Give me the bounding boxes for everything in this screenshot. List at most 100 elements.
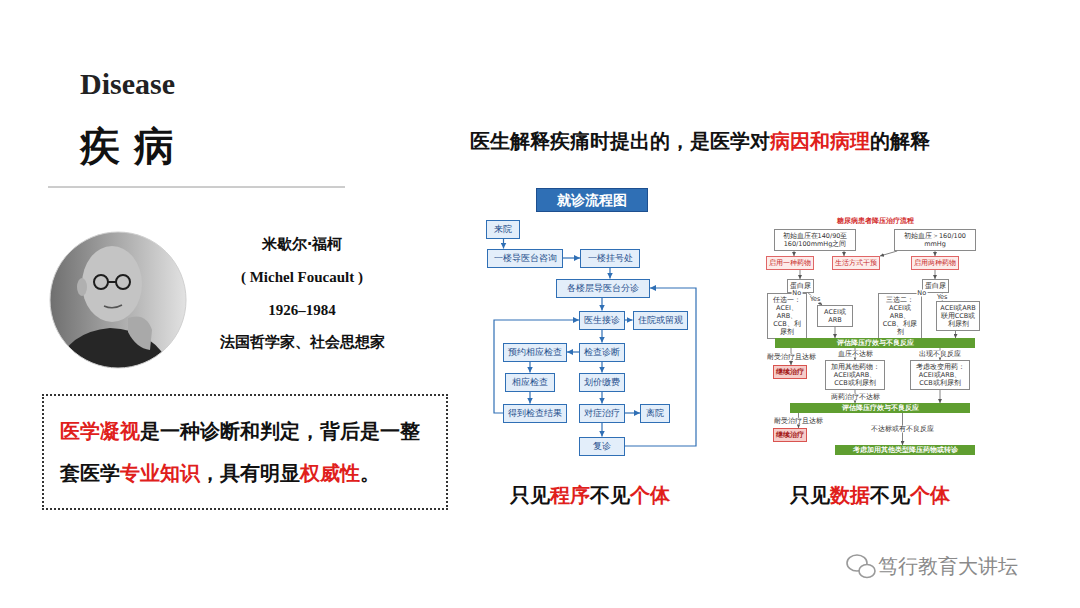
node-text: 医学凝视 bbox=[60, 419, 140, 443]
node-text: 各楼层导医台分诊 bbox=[567, 283, 639, 293]
portrait-head bbox=[82, 246, 142, 322]
text-line: 只见数据不见个体 bbox=[790, 482, 950, 509]
node-text: 权威性 bbox=[300, 461, 360, 485]
process-box: 预约相应检查 bbox=[503, 343, 567, 362]
text-line: 1926–1984 bbox=[268, 302, 336, 319]
text-line: 法国哲学家、社会思想家 bbox=[220, 333, 385, 352]
note-box: 医学凝视是一种诊断和判定，背后是一整套医学专业知识，具有明显权威性。 bbox=[42, 394, 448, 510]
evaluation-band: 评估降压疗效与不良反应 bbox=[775, 338, 975, 348]
node-text: 蛋白尿 bbox=[925, 282, 946, 290]
flow-arrow bbox=[808, 293, 822, 305]
text-line: 医生解释疾痛时提出的，是医学对病因和病理的解释 bbox=[470, 128, 930, 155]
drug-box: ACEI或ARB联用CCB或利尿剂 bbox=[936, 301, 980, 331]
node-text: 继续治疗 bbox=[776, 431, 804, 439]
flow-arrow bbox=[601, 330, 602, 343]
label-text: 只见 bbox=[510, 483, 550, 507]
drug-box: 任选一：ACEI、ARB、CCB、利尿剂 bbox=[767, 293, 807, 339]
node-text: 划价缴费 bbox=[584, 377, 620, 387]
label-text: 个体 bbox=[630, 483, 670, 507]
node-text: 一楼导医台咨询 bbox=[494, 253, 557, 263]
portrait-ear bbox=[77, 278, 87, 296]
edge-label: 耐受治疗且达标 bbox=[773, 417, 824, 424]
portrait-mouth bbox=[104, 305, 122, 308]
flow-arrow bbox=[940, 390, 941, 403]
process-box: 离院 bbox=[640, 404, 670, 423]
flow-arrow bbox=[601, 423, 602, 437]
node-text: 启用两种药物 bbox=[914, 259, 956, 267]
condition-box: 初始血压＞160/100 mmHg bbox=[894, 229, 976, 251]
node-text: 住院或留观 bbox=[638, 315, 683, 325]
flow-arrow bbox=[955, 331, 956, 338]
portrait-glasses bbox=[116, 275, 130, 289]
edge-label: 两药治疗不达标 bbox=[830, 393, 881, 400]
flow-arrow bbox=[529, 362, 530, 373]
label-text: 疾 病 bbox=[80, 122, 174, 169]
node-text: 专业知识 bbox=[120, 461, 200, 485]
flow-arrow bbox=[880, 251, 897, 256]
flow-arrow bbox=[529, 392, 530, 404]
process-box: 得到检查结果 bbox=[503, 404, 567, 423]
process-box: 检查诊断 bbox=[579, 343, 625, 362]
text-line: ( Michel Foucault ) bbox=[241, 269, 363, 286]
flow-arrow bbox=[494, 320, 579, 413]
edge-label: 耐受治疗且达标 bbox=[766, 353, 817, 360]
flow-arrow bbox=[609, 268, 610, 279]
text-line: 疾 病 bbox=[80, 119, 174, 174]
portrait-frame bbox=[50, 232, 186, 368]
process-box: 对症治疗 bbox=[579, 404, 625, 423]
text-line: 笃行教育大讲坛 bbox=[878, 553, 1018, 580]
portrait-glasses bbox=[108, 281, 116, 283]
text-line: 米歇尔·福柯 bbox=[262, 235, 343, 254]
wechat-icon bbox=[847, 555, 875, 578]
text-line: Disease bbox=[80, 67, 175, 101]
edge-label: Yes bbox=[809, 296, 822, 303]
node-text: 来院 bbox=[494, 224, 512, 234]
flow-arrow bbox=[563, 257, 580, 258]
edge-label: 出现不良反应 bbox=[918, 351, 962, 358]
divider-line bbox=[48, 187, 345, 188]
drug-box: ACEI或ARB bbox=[817, 305, 853, 327]
node-text: 评估降压疗效与不良反应 bbox=[842, 404, 919, 412]
label-text: 不见 bbox=[590, 483, 630, 507]
title-banner: 就诊流程图 bbox=[536, 188, 648, 212]
label-text: Disease bbox=[80, 67, 175, 100]
flow-arrow bbox=[601, 392, 602, 404]
portrait-coat bbox=[56, 328, 172, 370]
process-box: 各楼层导医台分诊 bbox=[556, 279, 650, 298]
label-text: 糖尿病患者降压治疗流程 bbox=[837, 217, 914, 225]
text-line: 糖尿病患者降压治疗流程 bbox=[837, 216, 914, 226]
flow-arrow bbox=[625, 412, 640, 413]
evaluation-band: 考虑加用其他类型降压药物或转诊 bbox=[835, 445, 975, 455]
process-box: 复诊 bbox=[579, 437, 625, 456]
flow-arrow bbox=[800, 270, 801, 279]
node-text: 考虑改变用药：ACEI或ARB、CCB或利尿剂 bbox=[916, 363, 965, 387]
label-text: 1926–1984 bbox=[268, 302, 336, 318]
node-text: 相应检查 bbox=[512, 377, 548, 387]
process-box: 相应检查 bbox=[505, 373, 555, 392]
label-text: 医生解释疾痛时提出的，是医学对 bbox=[470, 129, 770, 153]
drug-box: 加用其他药物：ACEI或ARB、CCB或利尿剂 bbox=[825, 360, 885, 390]
edge-label: Yes bbox=[936, 294, 949, 301]
node-text: ，具有明显 bbox=[200, 461, 300, 485]
edge-label: 不达标或有不良反应 bbox=[870, 426, 935, 433]
drug-box: 考虑改变用药：ACEI或ARB、CCB或利尿剂 bbox=[910, 360, 970, 390]
process-box: 划价缴费 bbox=[579, 373, 625, 392]
node-text: 检查诊断 bbox=[584, 347, 620, 357]
node-text: 医生接诊 bbox=[584, 315, 620, 325]
node-text: 一楼挂号处 bbox=[588, 253, 633, 263]
portrait-glasses bbox=[94, 275, 108, 289]
flow-arrow bbox=[935, 270, 936, 279]
process-box: 一楼挂号处 bbox=[580, 249, 640, 268]
result-box: 继续治疗 bbox=[773, 365, 807, 379]
label-text: 只见 bbox=[790, 483, 830, 507]
process-box: 住院或留观 bbox=[633, 311, 688, 330]
label-text: 个体 bbox=[910, 483, 950, 507]
condition-box: 初始血压在140/90至160/100mmHg之间 bbox=[774, 229, 856, 251]
node-text: 任选一：ACEI、ARB、CCB、利尿剂 bbox=[773, 296, 801, 336]
node-text: 离院 bbox=[646, 408, 664, 418]
flow-arrow bbox=[601, 298, 602, 311]
node-text: 得到检查结果 bbox=[508, 408, 562, 418]
edge-label: No bbox=[916, 290, 927, 297]
wechat-bubble bbox=[859, 565, 875, 578]
